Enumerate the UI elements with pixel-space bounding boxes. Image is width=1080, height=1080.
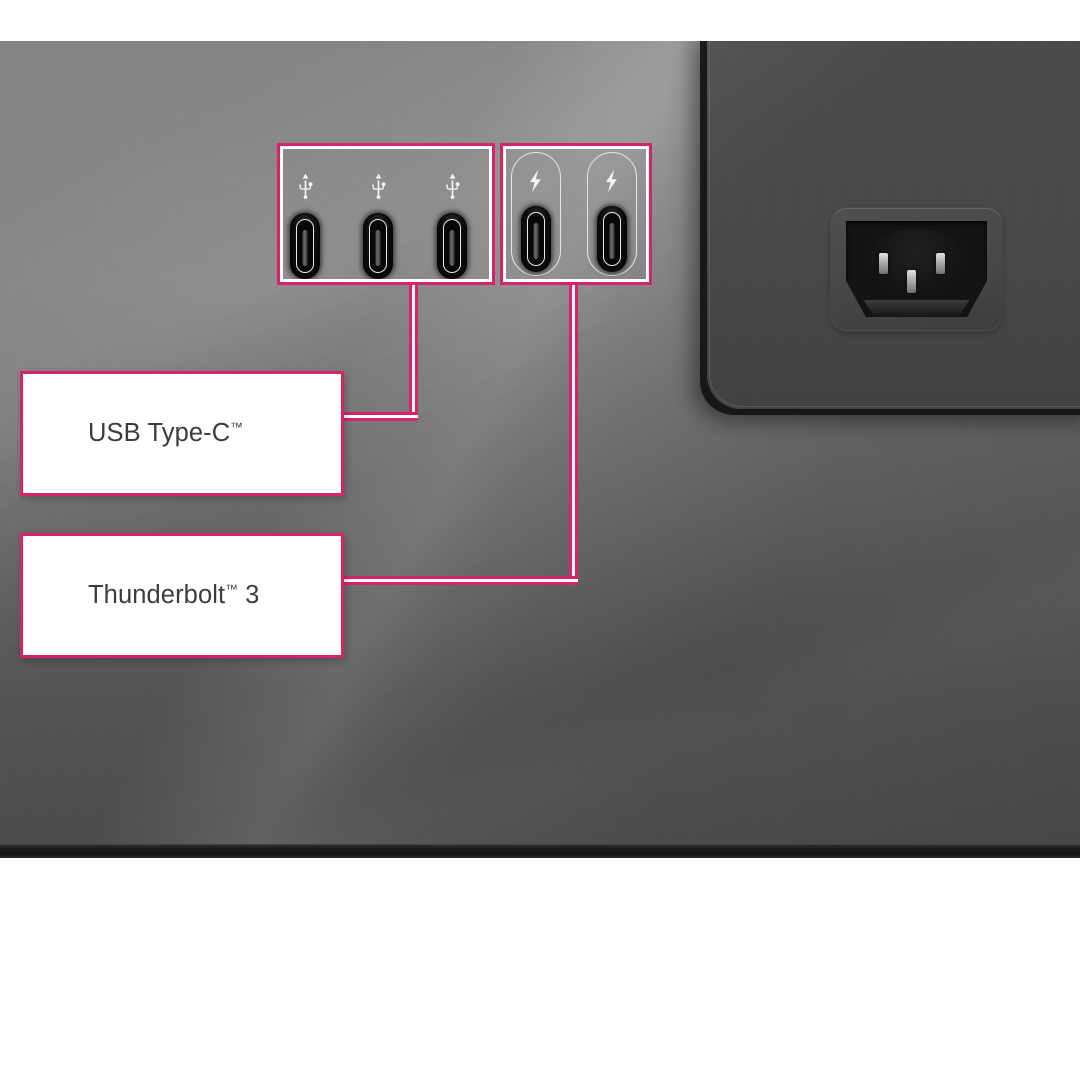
power-inlet-cavity [846, 221, 987, 317]
thunderbolt-port-2 [597, 206, 627, 272]
usb-c-port-3 [437, 213, 467, 279]
product-photo [0, 41, 1080, 858]
power-pin-earth [907, 270, 916, 293]
thunderbolt-port-cluster [506, 147, 656, 297]
usb-c-port-3-shell [443, 219, 461, 273]
thunderbolt-port-2-shell [603, 212, 621, 266]
chassis-bottom-edge [0, 844, 1080, 858]
thunderbolt-port-1-ring [511, 152, 561, 276]
usb-c-port-1-tongue [302, 230, 308, 266]
usb-c-port-1-shell [296, 219, 314, 273]
usb-c-port-cluster [281, 155, 491, 300]
usb-c-port-3-tongue [449, 230, 455, 266]
thunderbolt-port-2-ring [587, 152, 637, 276]
thunderbolt-port-1-tongue [533, 223, 539, 259]
power-inlet-icon [831, 208, 1002, 331]
usb-c-port-2-tongue [375, 230, 381, 266]
usb-c-port-2 [363, 213, 393, 279]
usb-c-port-1 [290, 213, 320, 279]
thunderbolt-bolt-icon [530, 169, 541, 193]
usb-c-port-2-shell [369, 219, 387, 273]
usb-trident-icon [299, 173, 313, 199]
usb-trident-icon [446, 173, 460, 199]
power-inlet-chamfer [863, 300, 970, 318]
usb-trident-icon [372, 173, 386, 199]
thunderbolt-port-1-shell [527, 212, 545, 266]
thunderbolt-bolt-icon [606, 169, 617, 193]
thunderbolt-port-1 [521, 206, 551, 272]
thunderbolt-port-2-tongue [609, 223, 615, 259]
power-pin-neutral [936, 253, 945, 274]
power-pin-live [879, 253, 888, 274]
